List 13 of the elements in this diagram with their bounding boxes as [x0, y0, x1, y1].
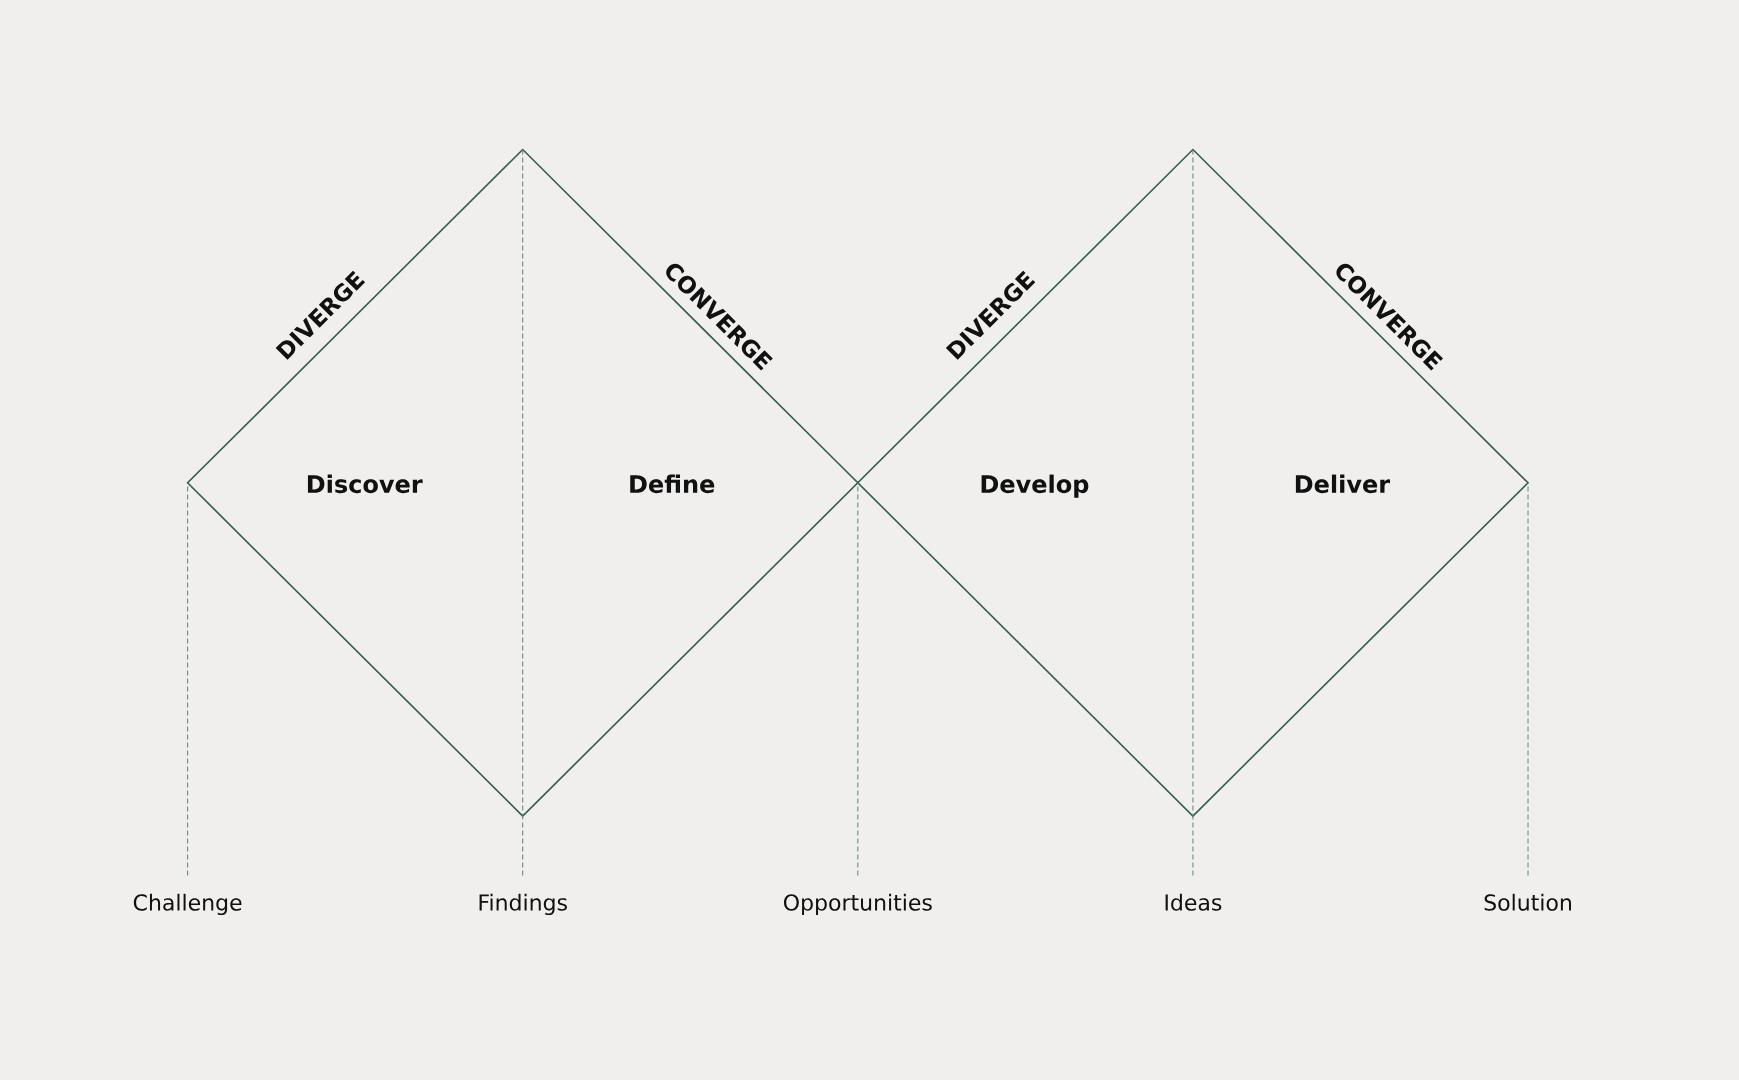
phase-label: Develop [981, 474, 1089, 498]
phase-label: Deliver [1295, 474, 1391, 494]
leader-line [1192, 815, 1194, 876]
phase-label: Discover [307, 474, 423, 494]
milestone-label: Findings [479, 893, 567, 916]
milestone-label: Opportunities [784, 893, 932, 916]
leader-line [522, 815, 524, 876]
milestone-label: Solution [1484, 893, 1571, 911]
leader-line [1527, 482, 1529, 876]
phase-label: Define [630, 474, 715, 494]
leader-line [187, 482, 189, 876]
milestone-label: Challenge [133, 893, 242, 916]
milestone-label: Ideas [1165, 893, 1222, 911]
